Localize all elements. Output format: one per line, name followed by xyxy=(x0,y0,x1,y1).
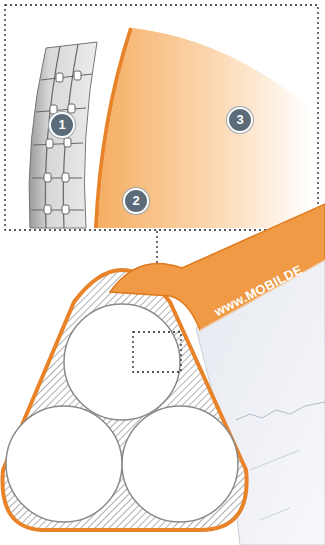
banner xyxy=(110,204,325,330)
panel-seam xyxy=(236,402,325,420)
coating-layer xyxy=(98,28,312,228)
mesh-layer xyxy=(29,42,97,228)
air-tubes xyxy=(6,304,238,522)
mesh-grid xyxy=(31,44,92,228)
mesh-knots xyxy=(44,71,81,214)
callout-number: 2 xyxy=(123,188,149,214)
detail-marker xyxy=(133,332,181,372)
callout-number: 3 xyxy=(227,107,253,133)
panel-crease xyxy=(250,450,300,520)
callout-number: 1 xyxy=(49,112,75,138)
banner-text: www.MOBILDE xyxy=(211,261,304,318)
detail-frame xyxy=(5,5,318,230)
